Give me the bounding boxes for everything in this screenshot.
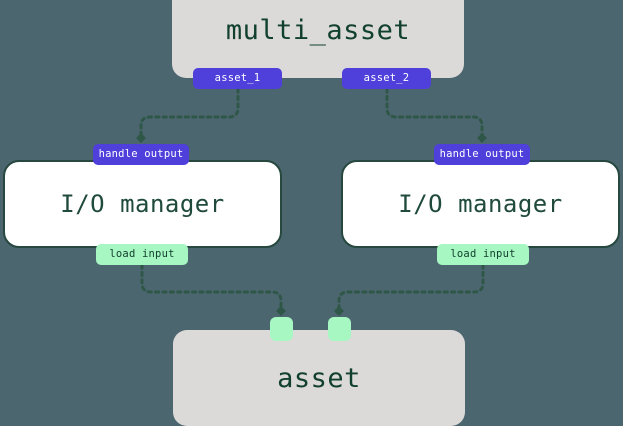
- port-handle-output-left[interactable]: handle output: [93, 144, 189, 165]
- node-io-manager-left-label: I/O manager: [60, 190, 225, 218]
- edge-asset_2-to-handle_out_r: [385, 87, 487, 143]
- port-asset-1[interactable]: asset_1: [193, 68, 282, 89]
- node-multi-asset[interactable]: multi_asset: [172, 0, 464, 78]
- node-multi-asset-label: multi_asset: [225, 14, 411, 46]
- node-io-manager-right[interactable]: I/O manager: [341, 160, 620, 248]
- port-load-input-left[interactable]: load input: [96, 244, 188, 265]
- port-load-input-right[interactable]: load input: [437, 244, 529, 265]
- port-asset-input-1[interactable]: [270, 317, 293, 341]
- port-asset-input-2[interactable]: [328, 317, 351, 341]
- port-handle-output-right[interactable]: handle output: [434, 144, 530, 165]
- port-asset-2[interactable]: asset_2: [342, 68, 431, 89]
- edge-load_input_r-to-asset_in_2: [334, 263, 485, 316]
- node-asset[interactable]: asset: [173, 330, 465, 426]
- diagram-canvas: multi_asset I/O manager I/O manager asse…: [3, 0, 620, 426]
- node-io-manager-left[interactable]: I/O manager: [3, 160, 282, 248]
- edge-load_input_l-to-asset_in_1: [140, 263, 286, 316]
- node-io-manager-right-label: I/O manager: [398, 190, 563, 218]
- node-asset-label: asset: [277, 362, 361, 394]
- edge-asset_1-to-handle_out_l: [136, 87, 240, 143]
